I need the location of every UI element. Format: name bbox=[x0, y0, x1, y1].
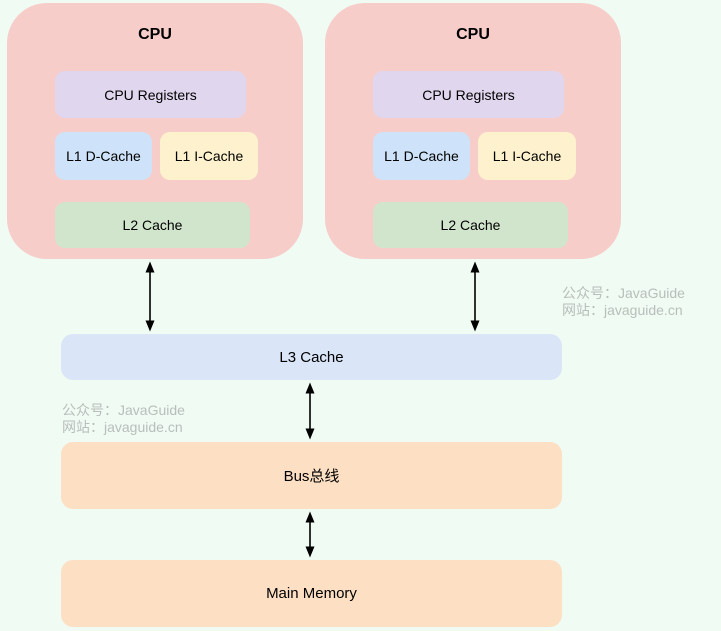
cpu-title: CPU bbox=[456, 26, 490, 43]
watermark-left: 公众号：JavaGuide 网站：javaguide.cn bbox=[62, 402, 185, 436]
l1-dcache-box: L1 D-Cache bbox=[55, 132, 152, 180]
double-arrow-cpu1-l3-icon bbox=[142, 261, 158, 332]
watermark-line: 公众号：JavaGuide bbox=[62, 402, 185, 418]
bus-box: Bus总线 bbox=[61, 442, 562, 509]
main-memory-box: Main Memory bbox=[61, 560, 562, 627]
cpu-block-2: CPU CPU Registers L1 D-Cache L1 I-Cache … bbox=[325, 3, 621, 259]
watermark-line: 网站：javaguide.cn bbox=[562, 302, 683, 318]
l1-icache-box: L1 I-Cache bbox=[160, 132, 258, 180]
watermark-line: 网站：javaguide.cn bbox=[62, 419, 183, 435]
l1-icache-box: L1 I-Cache bbox=[478, 132, 576, 180]
l2-cache-box: L2 Cache bbox=[373, 202, 568, 248]
watermark-line: 公众号：JavaGuide bbox=[562, 285, 685, 301]
double-arrow-cpu2-l3-icon bbox=[467, 261, 483, 332]
double-arrow-bus-memory-icon bbox=[302, 511, 318, 558]
l3-cache-box: L3 Cache bbox=[61, 334, 562, 380]
cpu-registers-box: CPU Registers bbox=[55, 71, 246, 118]
l1-dcache-box: L1 D-Cache bbox=[373, 132, 470, 180]
l2-cache-box: L2 Cache bbox=[55, 202, 250, 248]
double-arrow-l3-bus-icon bbox=[302, 382, 318, 440]
watermark-right: 公众号：JavaGuide 网站：javaguide.cn bbox=[562, 285, 685, 319]
cpu-registers-box: CPU Registers bbox=[373, 71, 564, 118]
cpu-block-1: CPU CPU Registers L1 D-Cache L1 I-Cache … bbox=[7, 3, 303, 259]
cpu-title: CPU bbox=[138, 26, 172, 43]
